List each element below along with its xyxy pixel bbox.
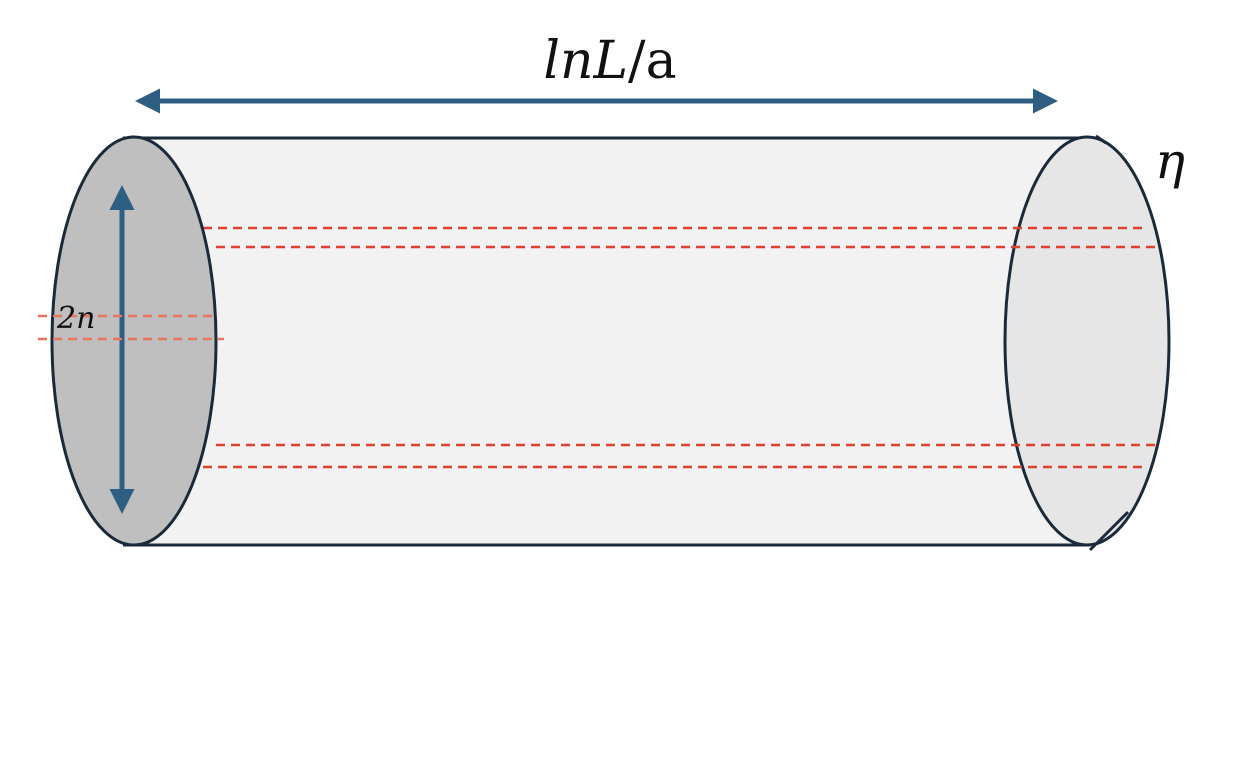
diameter-label: 2n [56,301,95,336]
cylinder-body [123,138,1090,545]
length-label: lnL/a [543,31,676,91]
end-label: η [1155,132,1185,190]
length-label-italic: lnL [543,31,628,91]
length-label-slash: / [628,31,646,91]
right-end-bottom-tick [1088,510,1130,552]
right-end-face [1003,135,1171,547]
left-end-face [50,135,218,547]
right-end-top-tick [1095,134,1107,145]
length-label-upright: a [646,31,677,91]
